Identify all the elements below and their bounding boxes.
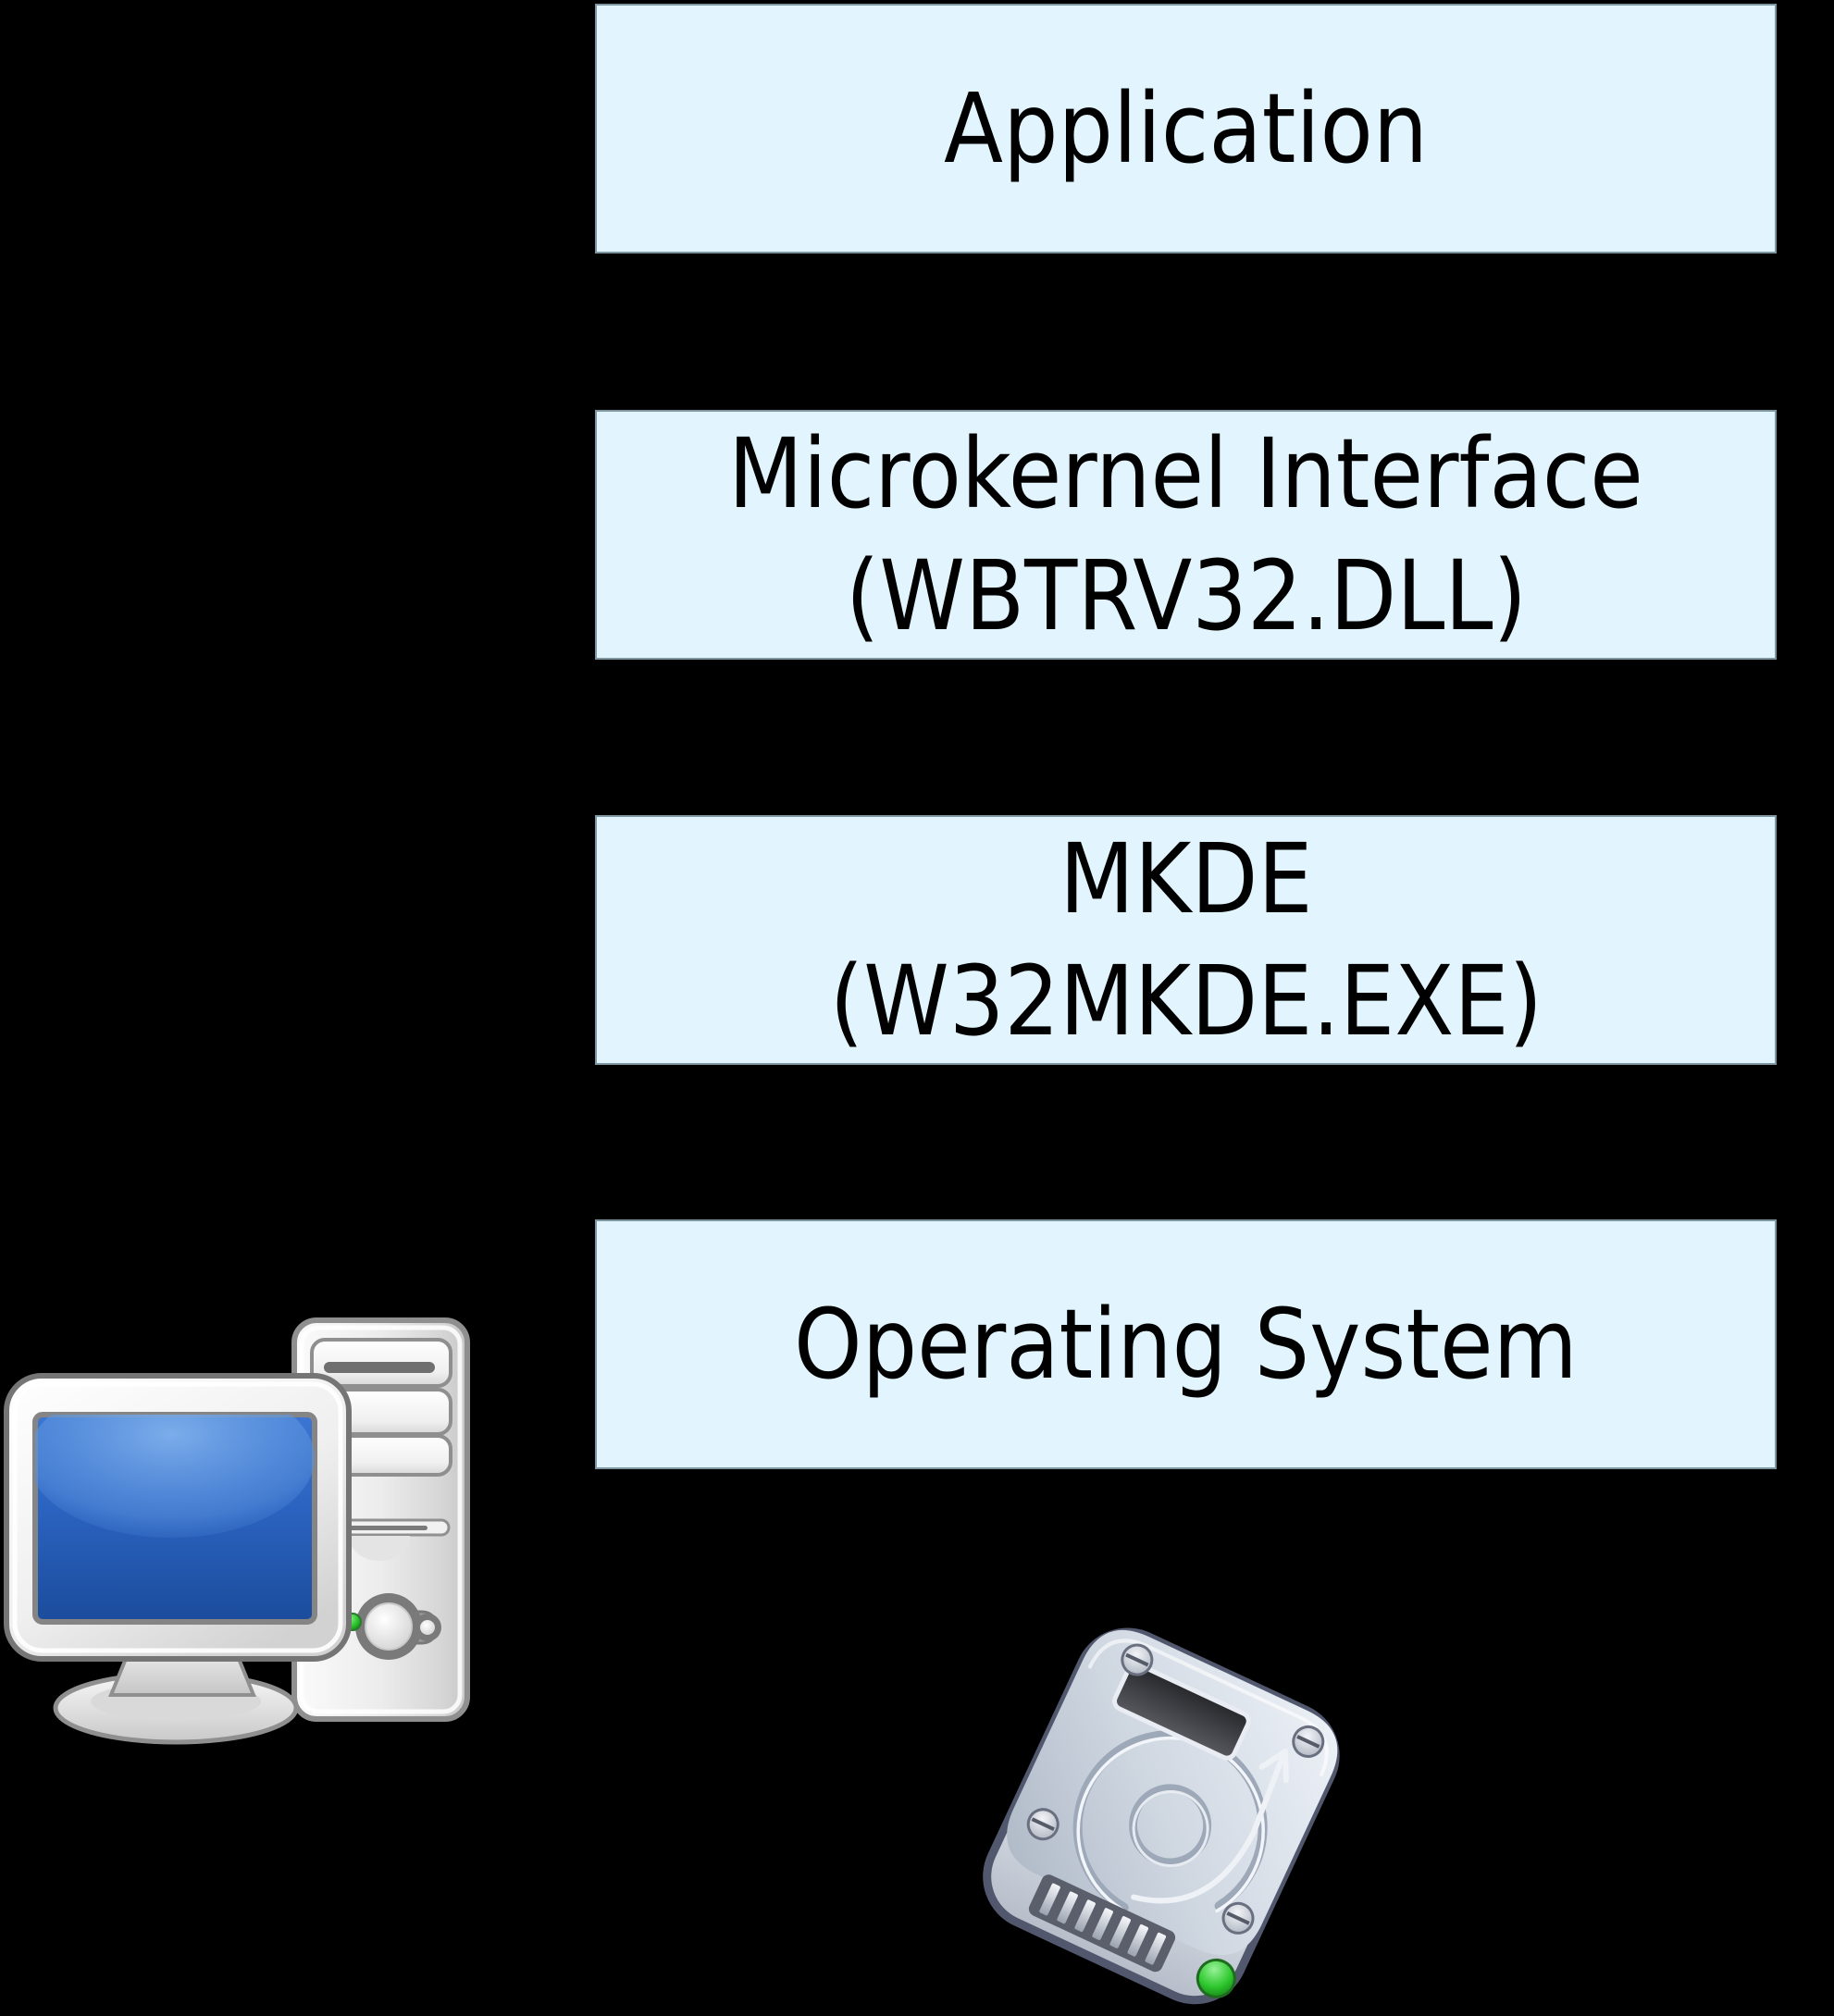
disk-connector xyxy=(1028,1874,1176,1973)
box-application-label: Application xyxy=(944,72,1428,185)
disk-label-slot xyxy=(1112,1662,1251,1761)
box-application: Application xyxy=(595,4,1777,254)
box-operating-system: Operating System xyxy=(595,1219,1777,1469)
computer-icon xyxy=(4,1317,470,1745)
computer-monitor xyxy=(4,1373,352,1745)
spin-arrow xyxy=(1131,1748,1289,1904)
box-mkde: MKDE (W32MKDE.EXE) xyxy=(595,815,1777,1065)
box-mkde-label-line1: MKDE xyxy=(1059,822,1313,935)
box-microkernel-interface: Microkernel Interface (WBTRV32.DLL) xyxy=(595,410,1777,660)
box-microkernel-label-line1: Microkernel Interface xyxy=(728,417,1643,530)
box-mkde-label-line2: (W32MKDE.EXE) xyxy=(829,945,1543,1057)
cd-drive-slot xyxy=(324,1362,435,1373)
disk-led xyxy=(1196,1958,1236,1998)
box-microkernel-label-line2: (WBTRV32.DLL) xyxy=(845,539,1527,652)
box-operating-system-label: Operating System xyxy=(794,1288,1578,1401)
screws xyxy=(1026,1643,1325,1935)
hard-disk-icon xyxy=(983,1627,1340,2005)
